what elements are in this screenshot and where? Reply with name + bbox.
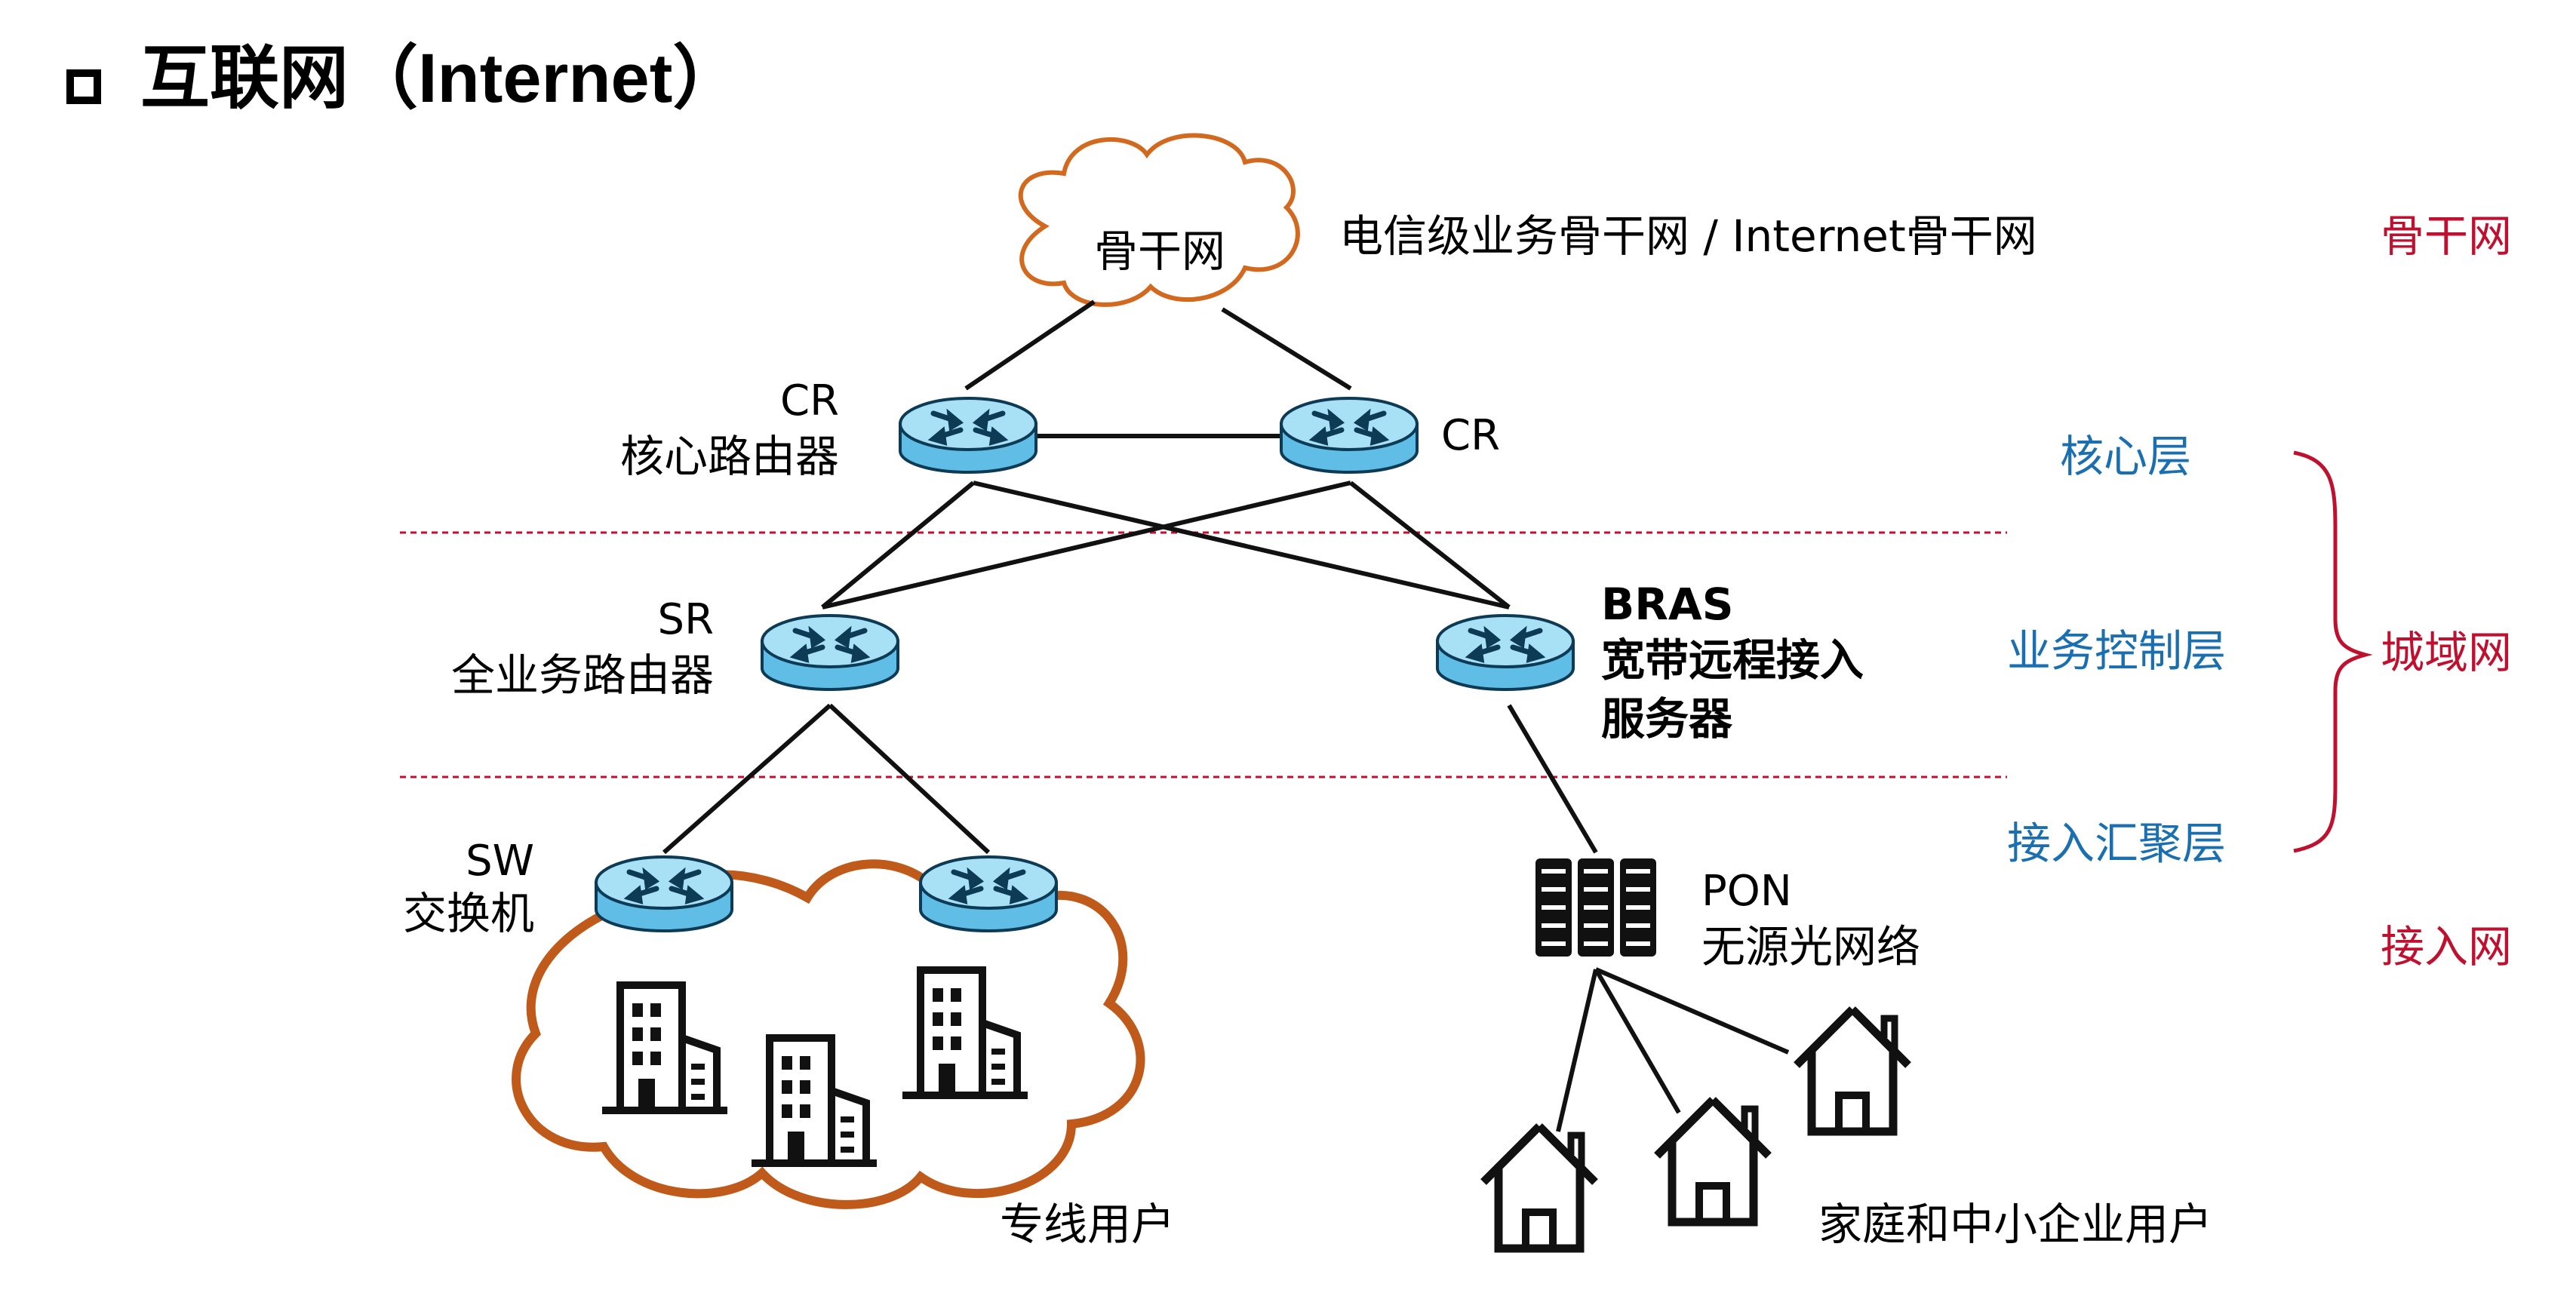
layer-core-label: 核心层 xyxy=(2060,431,2192,482)
link-crr-sr xyxy=(822,481,1351,610)
bras-name-line2: 服务器 xyxy=(1601,693,1733,745)
backbone-cloud-label: 骨干网 xyxy=(1094,226,1226,277)
sw-code: SW xyxy=(466,837,534,886)
bras-name-line1: 宽带远程接入 xyxy=(1601,634,1864,686)
house-icon xyxy=(1657,1100,1769,1222)
sw-left-router-icon xyxy=(596,857,732,931)
cr-left-code: CR xyxy=(779,376,839,425)
link-pon-house-3 xyxy=(1594,967,1790,1055)
link-pon-house-1 xyxy=(1556,969,1598,1132)
layer-service-control-label: 业务控制层 xyxy=(2007,625,2227,677)
link-crr-bras xyxy=(1349,481,1511,610)
link-bras-pon xyxy=(1507,704,1598,854)
sw-right-router-icon xyxy=(921,857,1056,931)
scope-metro-label: 城域网 xyxy=(2381,627,2513,678)
bras-code: BRAS xyxy=(1601,579,1734,630)
link-crl-bras xyxy=(973,481,1510,610)
cr-right-router-icon xyxy=(1281,398,1417,472)
page-title: 互联网（Internet） xyxy=(140,40,742,117)
link-sr-sw-left xyxy=(662,703,832,855)
cr-left-name: 核心路由器 xyxy=(619,431,839,482)
sw-name: 交换机 xyxy=(402,888,534,939)
house-icon xyxy=(1797,1009,1908,1132)
pon-server-icon xyxy=(1535,858,1656,957)
links xyxy=(662,299,1790,1132)
link-backbone-cr-right xyxy=(1221,307,1352,391)
scope-access-label: 接入网 xyxy=(2381,921,2513,972)
pon-name: 无源光网络 xyxy=(1701,921,1921,972)
sr-name: 全业务路由器 xyxy=(450,650,714,701)
metro-brace xyxy=(2293,450,2373,853)
backbone-description: 电信级业务骨干网 / Internet骨干网 xyxy=(1339,210,2037,262)
sr-router-icon xyxy=(762,616,898,689)
link-pon-house-2 xyxy=(1594,968,1681,1114)
cr-right-code: CR xyxy=(1441,411,1501,460)
link-crl-sr xyxy=(821,481,975,610)
home-sme-users-label: 家庭和中小企业用户 xyxy=(1818,1199,2213,1250)
leased-line-users-label: 专线用户 xyxy=(1000,1199,1176,1250)
link-sr-sw-right xyxy=(828,703,991,855)
sr-code: SR xyxy=(657,595,714,644)
title-bullet-icon xyxy=(66,69,101,104)
bras-router-icon xyxy=(1437,616,1573,689)
house-icon xyxy=(1483,1126,1595,1248)
pon-code: PON xyxy=(1701,867,1792,916)
link-backbone-cr-left xyxy=(964,299,1096,391)
cr-left-router-icon xyxy=(900,398,1036,472)
layer-access-aggregation-label: 接入汇聚层 xyxy=(2007,818,2227,869)
scope-backbone-label: 骨干网 xyxy=(2381,210,2513,262)
backbone-cloud xyxy=(1018,133,1300,307)
